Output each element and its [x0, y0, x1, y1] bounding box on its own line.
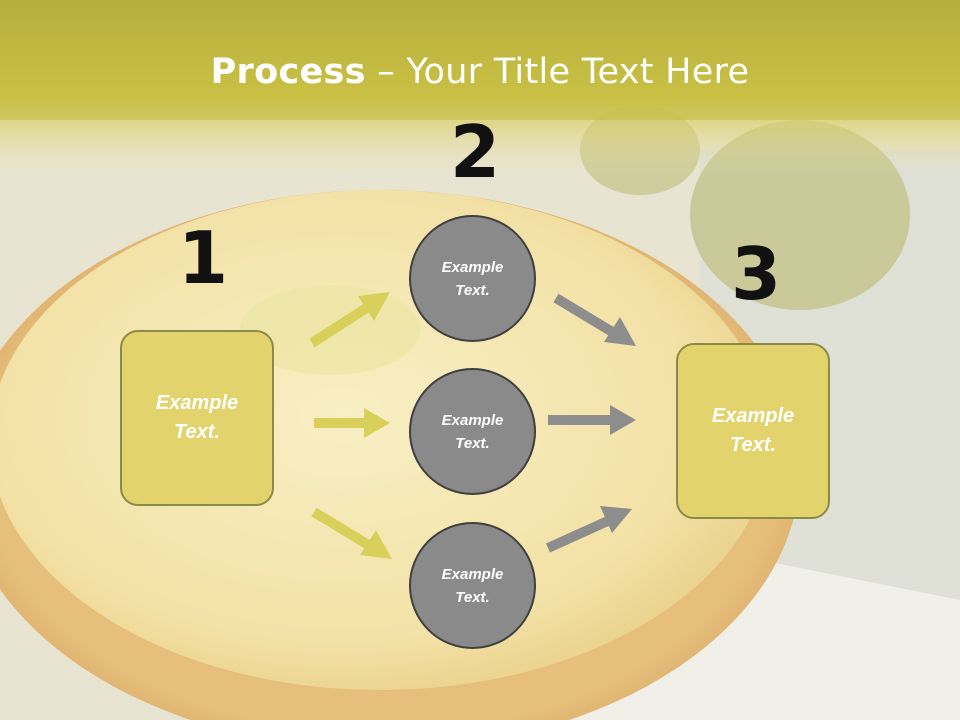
arrow-to-circle-3	[311, 507, 392, 559]
arrow-to-circle-1	[309, 292, 390, 348]
step-number-3: 3	[731, 232, 782, 316]
process-circle-2[interactable]: Example Text.	[409, 368, 536, 495]
step-number-2: 2	[450, 110, 501, 194]
end-box[interactable]: Example Text.	[676, 343, 830, 519]
circle-1-label: Example Text.	[441, 258, 504, 299]
title-rest-part: – Your Title Text Here	[365, 52, 750, 92]
slide-title: Process – Your Title Text Here	[0, 52, 960, 92]
start-box-label: Example Text.	[155, 392, 239, 443]
arrow-from-circle-2	[548, 405, 636, 435]
process-circle-1[interactable]: Example Text.	[409, 215, 536, 342]
arrow-from-circle-3	[545, 506, 632, 553]
arrow-from-circle-1	[553, 293, 636, 346]
start-box[interactable]: Example Text.	[120, 330, 274, 506]
arrow-to-circle-2	[314, 408, 390, 438]
process-circle-3[interactable]: Example Text.	[409, 522, 536, 649]
circle-2-label: Example Text.	[441, 411, 504, 452]
circle-3-label: Example Text.	[441, 565, 504, 606]
end-box-label: Example Text.	[711, 405, 795, 456]
step-number-1: 1	[178, 216, 229, 300]
title-bold-part: Process	[210, 52, 366, 92]
